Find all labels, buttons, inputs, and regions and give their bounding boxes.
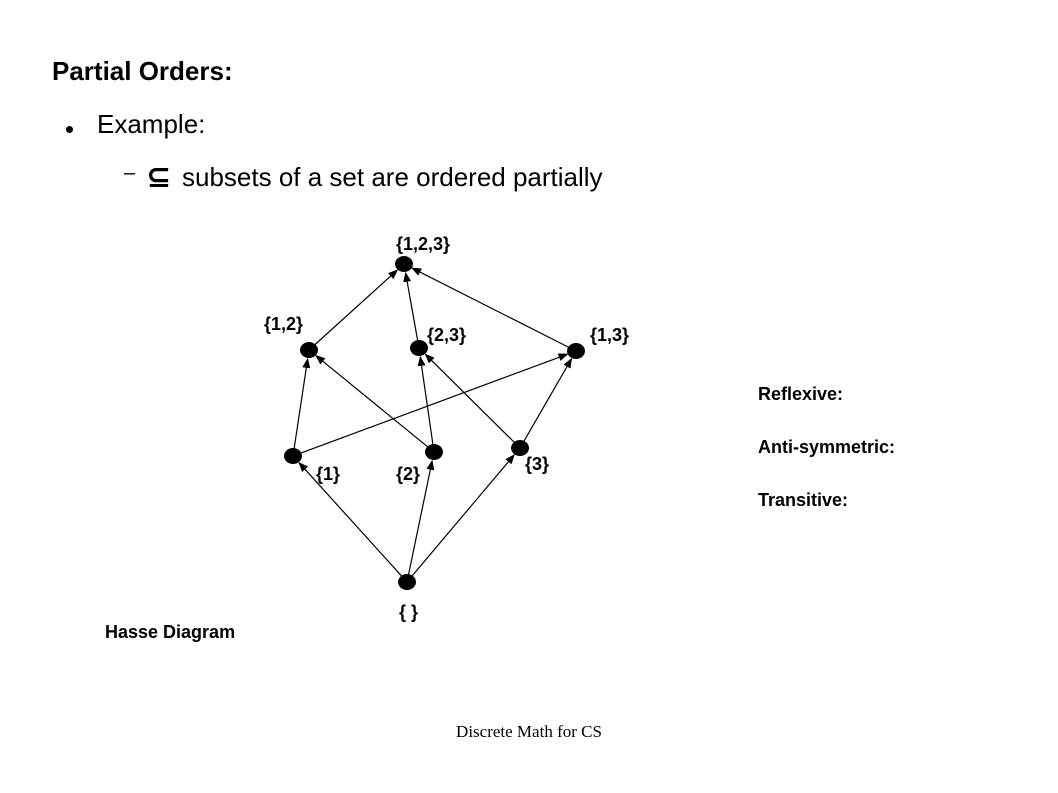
node-label-s13: {1,3}: [590, 325, 629, 345]
node-s3: [511, 440, 529, 456]
node-s2: [425, 444, 443, 460]
edge-s1-to-s12: [293, 357, 311, 449]
node-s123: [395, 256, 413, 272]
edge-s3-to-s23: [424, 353, 515, 443]
sub-bullet-dash: –: [124, 162, 136, 184]
subset-symbol: ⊆: [146, 161, 172, 194]
property-reflexive: Reflexive:: [758, 384, 844, 404]
node-s1: [284, 448, 302, 464]
main-bullet-text: Example:: [97, 109, 206, 139]
bullet-dot-icon: [66, 126, 73, 133]
node-s23: [410, 340, 428, 356]
edge-s2-to-s23: [417, 355, 434, 445]
node-empty: [398, 574, 416, 590]
node-label-s2: {2}: [396, 464, 420, 484]
node-label-s1: {1}: [316, 464, 340, 484]
property-anti-symmetric: Anti-symmetric:: [758, 437, 896, 457]
node-s12: [300, 342, 318, 358]
node-label-s3: {3}: [525, 454, 549, 474]
node-s13: [567, 343, 585, 359]
edge-empty-to-s1: [298, 461, 403, 577]
edge-s23-to-s123: [403, 271, 419, 341]
edge-empty-to-s3: [411, 454, 515, 577]
node-label-s123: {1,2,3}: [396, 234, 450, 254]
node-label-empty: { }: [399, 602, 418, 622]
edge-s1-to-s13: [300, 353, 569, 454]
node-label-s23: {2,3}: [427, 325, 466, 345]
edge-s12-to-s123: [314, 269, 399, 346]
edge-s13-to-s123: [411, 267, 570, 348]
diagram-caption: Hasse Diagram: [105, 622, 236, 642]
node-label-s12: {1,2}: [264, 314, 303, 334]
edge-empty-to-s2: [408, 459, 435, 575]
edge-s2-to-s12: [315, 355, 429, 448]
sub-bullet-text: subsets of a set are ordered partially: [182, 162, 603, 192]
slide-title: Partial Orders:: [52, 56, 233, 86]
property-transitive: Transitive:: [758, 490, 849, 510]
footer-text: Discrete Math for CS: [456, 722, 602, 741]
edge-s3-to-s13: [523, 357, 573, 442]
